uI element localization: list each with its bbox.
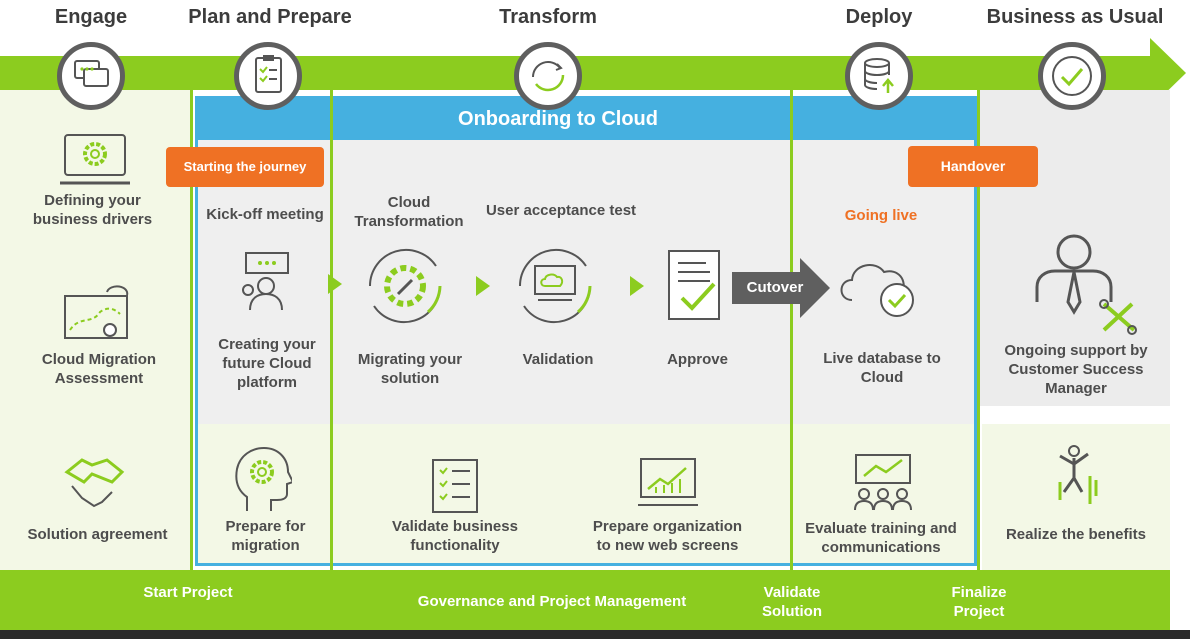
- starting-journey-badge: Starting the journey: [166, 147, 324, 187]
- validate-solution-text: Validate Solution: [762, 584, 822, 620]
- uat-text: User acceptance test: [485, 202, 637, 219]
- training-icon: [854, 454, 912, 511]
- onboarding-banner: [198, 98, 974, 140]
- live-database-text: Live database to Cloud: [823, 350, 941, 386]
- engage-column: [0, 90, 190, 570]
- cloud-assessment-text: Cloud Migration Assessment: [41, 351, 157, 387]
- handover-badge: Handover: [908, 146, 1038, 187]
- document-check-icon: [668, 250, 720, 320]
- celebration-icon: [1058, 445, 1098, 504]
- chat-icon: [74, 60, 109, 87]
- cloud-transformation-text: Cloud Transformation: [354, 194, 464, 230]
- bau-circle: [1038, 42, 1106, 110]
- laptop-gear-icon: [60, 134, 130, 185]
- governance-bar: [0, 570, 1170, 630]
- finalize-project-text: Finalize Project: [951, 584, 1007, 620]
- prepare-org-text: Prepare organization to new web screens: [592, 518, 743, 554]
- phase-transform: Transform: [499, 6, 597, 28]
- onboarding-lower: [198, 424, 974, 563]
- phase-plan-prepare: Plan and Prepare: [188, 6, 352, 28]
- cloud-check-icon: [840, 264, 914, 317]
- phase-deploy: Deploy: [845, 6, 913, 28]
- divider-deploy: [790, 90, 793, 570]
- going-live-text: Going live: [844, 207, 918, 224]
- bau-lower: [982, 424, 1170, 570]
- bottom-strip: [0, 630, 1190, 639]
- head-gear-icon: [235, 446, 292, 511]
- onboarding-title: Onboarding to Cloud: [458, 108, 658, 130]
- refresh-cycle-icon: [532, 61, 565, 92]
- step-arrow-3: [630, 276, 644, 296]
- checkmark-icon: [1052, 56, 1092, 96]
- divider-bau: [977, 90, 980, 570]
- kickoff-text: Kick-off meeting: [206, 206, 324, 223]
- divider-plan: [330, 90, 333, 570]
- evaluate-training-text: Evaluate training and communications: [805, 520, 957, 556]
- step-arrow-2: [476, 276, 490, 296]
- database-upload-icon: [864, 58, 894, 93]
- deploy-circle: [845, 42, 913, 110]
- validation-text: Validation: [522, 351, 594, 368]
- creating-platform-text: Creating your future Cloud platform: [218, 336, 316, 391]
- cutover-label: Cutover: [746, 279, 804, 296]
- phase-business-as-usual: Business as Usual: [986, 6, 1164, 28]
- defining-drivers-text: Defining your business drivers: [32, 192, 153, 228]
- engage-divider: [190, 90, 193, 570]
- plan-circle: [234, 42, 302, 110]
- phase-engage: Engage: [54, 6, 128, 28]
- growth-chart-icon: [638, 458, 698, 506]
- map-route-icon: [64, 285, 129, 339]
- migrating-text: Migrating your solution: [357, 351, 463, 387]
- cutover-arrow-body: [732, 272, 802, 304]
- prepare-migration-text: Prepare for migration: [225, 518, 306, 554]
- step-arrow-1: [328, 274, 342, 294]
- solution-agreement-text: Solution agreement: [27, 526, 168, 543]
- engage-circle: [57, 42, 125, 110]
- validate-business-text: Validate business functionality: [392, 518, 518, 554]
- meeting-person-icon: [242, 252, 289, 311]
- ongoing-support-text: Ongoing support by Customer Success Mana…: [1004, 342, 1148, 397]
- cloud-monitor-icon: [518, 248, 592, 324]
- governance-text: Governance and Project Management: [417, 593, 687, 610]
- transform-circle: [514, 42, 582, 110]
- manager-icon: [1035, 234, 1137, 335]
- clipboard-checklist-icon: [255, 55, 282, 93]
- gear-cycle-icon: [368, 248, 442, 324]
- bau-column: [980, 90, 1170, 406]
- cutover-arrow-head: [800, 258, 830, 318]
- approve-text: Approve: [667, 351, 728, 368]
- realize-benefits-text: Realize the benefits: [1005, 526, 1147, 543]
- handshake-icon: [64, 458, 125, 508]
- checklist-icon: [432, 459, 478, 513]
- start-project-text: Start Project: [143, 584, 233, 601]
